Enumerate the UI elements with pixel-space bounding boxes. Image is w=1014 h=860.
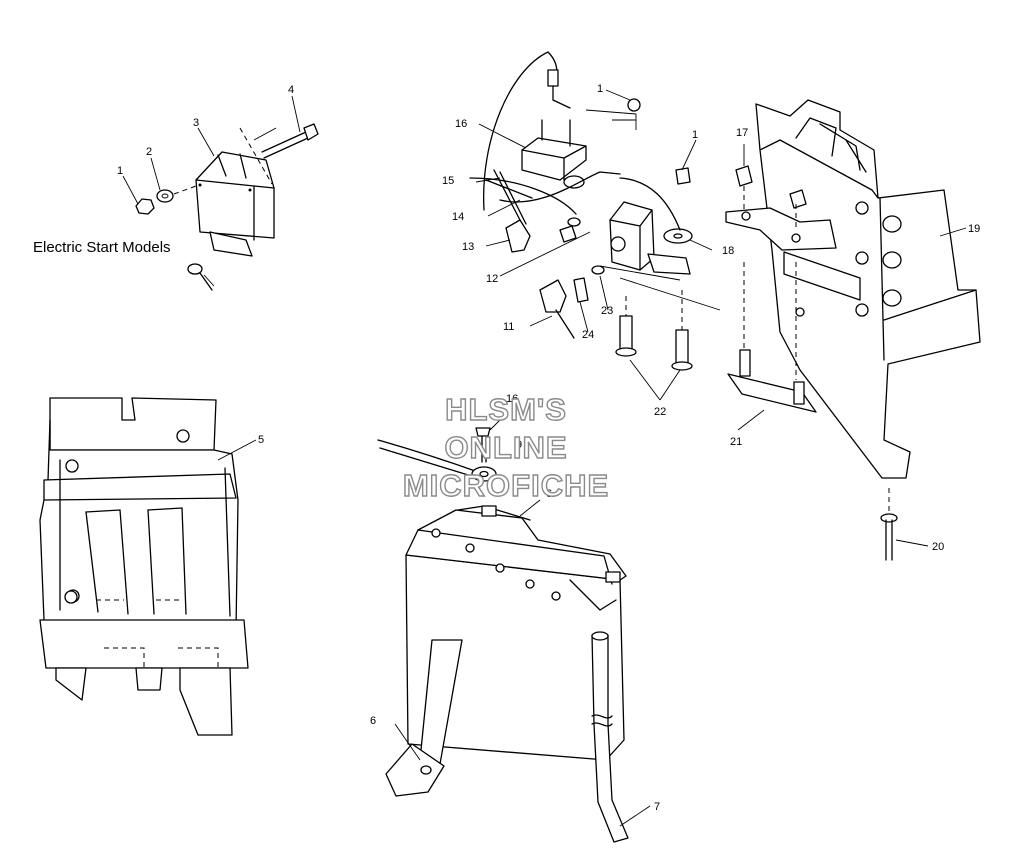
- callout-1c: 1: [692, 129, 698, 141]
- callout-7: 7: [654, 801, 660, 813]
- callout-1: 1: [117, 165, 123, 177]
- callout-18: 18: [722, 245, 734, 257]
- callout-9: 9: [516, 439, 522, 451]
- watermark-line-3: MICROFICHE: [403, 468, 609, 503]
- callout-1b: 1: [597, 83, 603, 95]
- callout-17: 17: [736, 127, 748, 139]
- callout-3: 3: [193, 117, 199, 129]
- starter-solenoid-assembly: [469, 51, 721, 401]
- solenoid-assembly: [122, 95, 319, 291]
- callout-23: 23: [601, 305, 613, 317]
- callout-4: 4: [288, 84, 294, 96]
- watermark-line-2: ONLINE: [444, 430, 567, 465]
- callout-12: 12: [486, 273, 498, 285]
- callout-22: 22: [654, 406, 666, 418]
- callout-16: 16: [506, 393, 518, 405]
- callout-20: 20: [932, 541, 944, 553]
- callout-14: 14: [452, 211, 464, 223]
- mounting-bracket: [725, 99, 981, 561]
- callout-2: 2: [146, 146, 152, 158]
- callout-6: 6: [546, 488, 552, 500]
- callout-21: 21: [730, 436, 742, 448]
- callout-16-top: 16: [455, 118, 467, 130]
- electric-start-heading: Electric Start Models: [33, 239, 171, 256]
- callout-13: 13: [462, 241, 474, 253]
- watermark: HLSM'S ONLINE MICROFICHE: [402, 391, 609, 503]
- battery-box: [39, 397, 257, 736]
- watermark-line-1: HLSM'S: [445, 392, 567, 427]
- callout-24: 24: [582, 329, 594, 341]
- callout-19: 19: [968, 223, 980, 235]
- callout-6-strap: 6: [370, 715, 376, 727]
- callout-5: 5: [258, 434, 264, 446]
- callout-11: 11: [503, 321, 514, 333]
- callout-15: 15: [442, 175, 454, 187]
- battery: [377, 419, 651, 843]
